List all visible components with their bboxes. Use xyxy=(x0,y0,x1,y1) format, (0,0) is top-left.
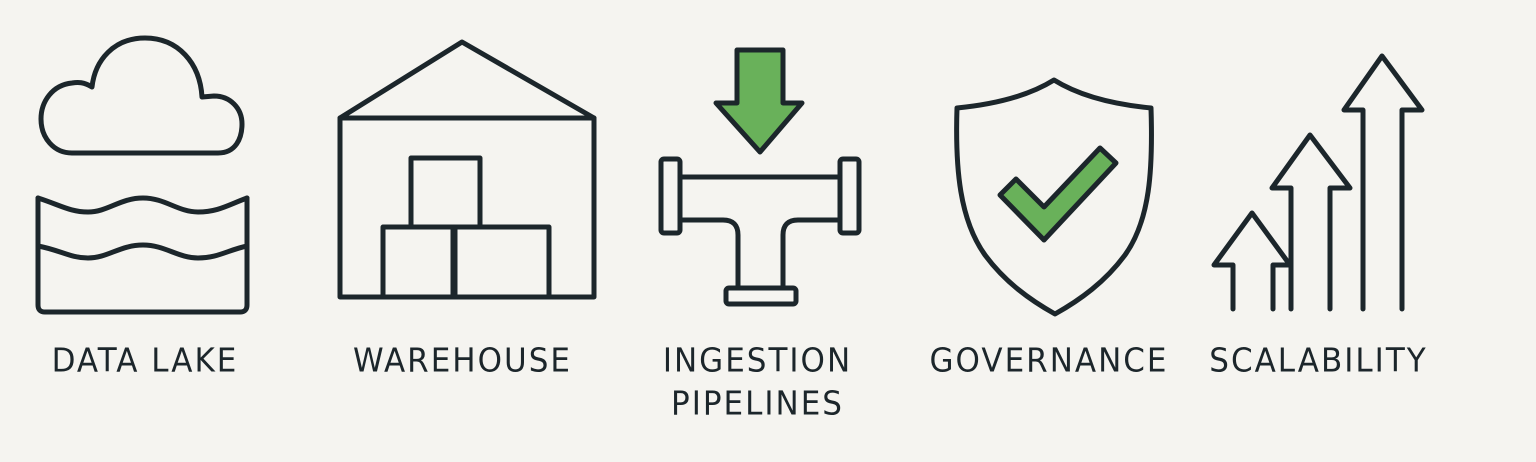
pipe-flange-right xyxy=(837,156,862,236)
cloud-icon xyxy=(38,35,245,156)
pipe-flange-left xyxy=(658,156,683,236)
warehouse-label: WAREHOUSE xyxy=(353,342,572,380)
ingestion-pipelines-label-line2: PIPELINES xyxy=(671,385,844,423)
down-arrow-icon xyxy=(713,47,805,155)
data-lake-icon xyxy=(0,0,300,330)
warehouse-icon xyxy=(0,0,620,320)
ingestion-pipelines-icon xyxy=(0,0,900,320)
pipe-flange-bottom xyxy=(723,285,799,307)
shield-icon xyxy=(954,77,1155,317)
governance-icon xyxy=(954,77,1155,317)
scalability-label: SCALABILITY xyxy=(1209,342,1428,380)
ingestion-pipelines-label-line1: INGESTION xyxy=(662,342,853,380)
scalability-icon xyxy=(1211,53,1425,312)
arrow-large-icon xyxy=(1341,53,1425,312)
data-lake-label: DATA LAKE xyxy=(51,342,239,380)
arrow-small-icon xyxy=(1211,210,1293,312)
water-container-icon xyxy=(35,195,250,315)
box-right xyxy=(452,224,552,300)
governance-label: GOVERNANCE xyxy=(929,342,1169,380)
checkmark-icon xyxy=(997,145,1119,243)
arrow-medium-icon xyxy=(1269,132,1353,312)
